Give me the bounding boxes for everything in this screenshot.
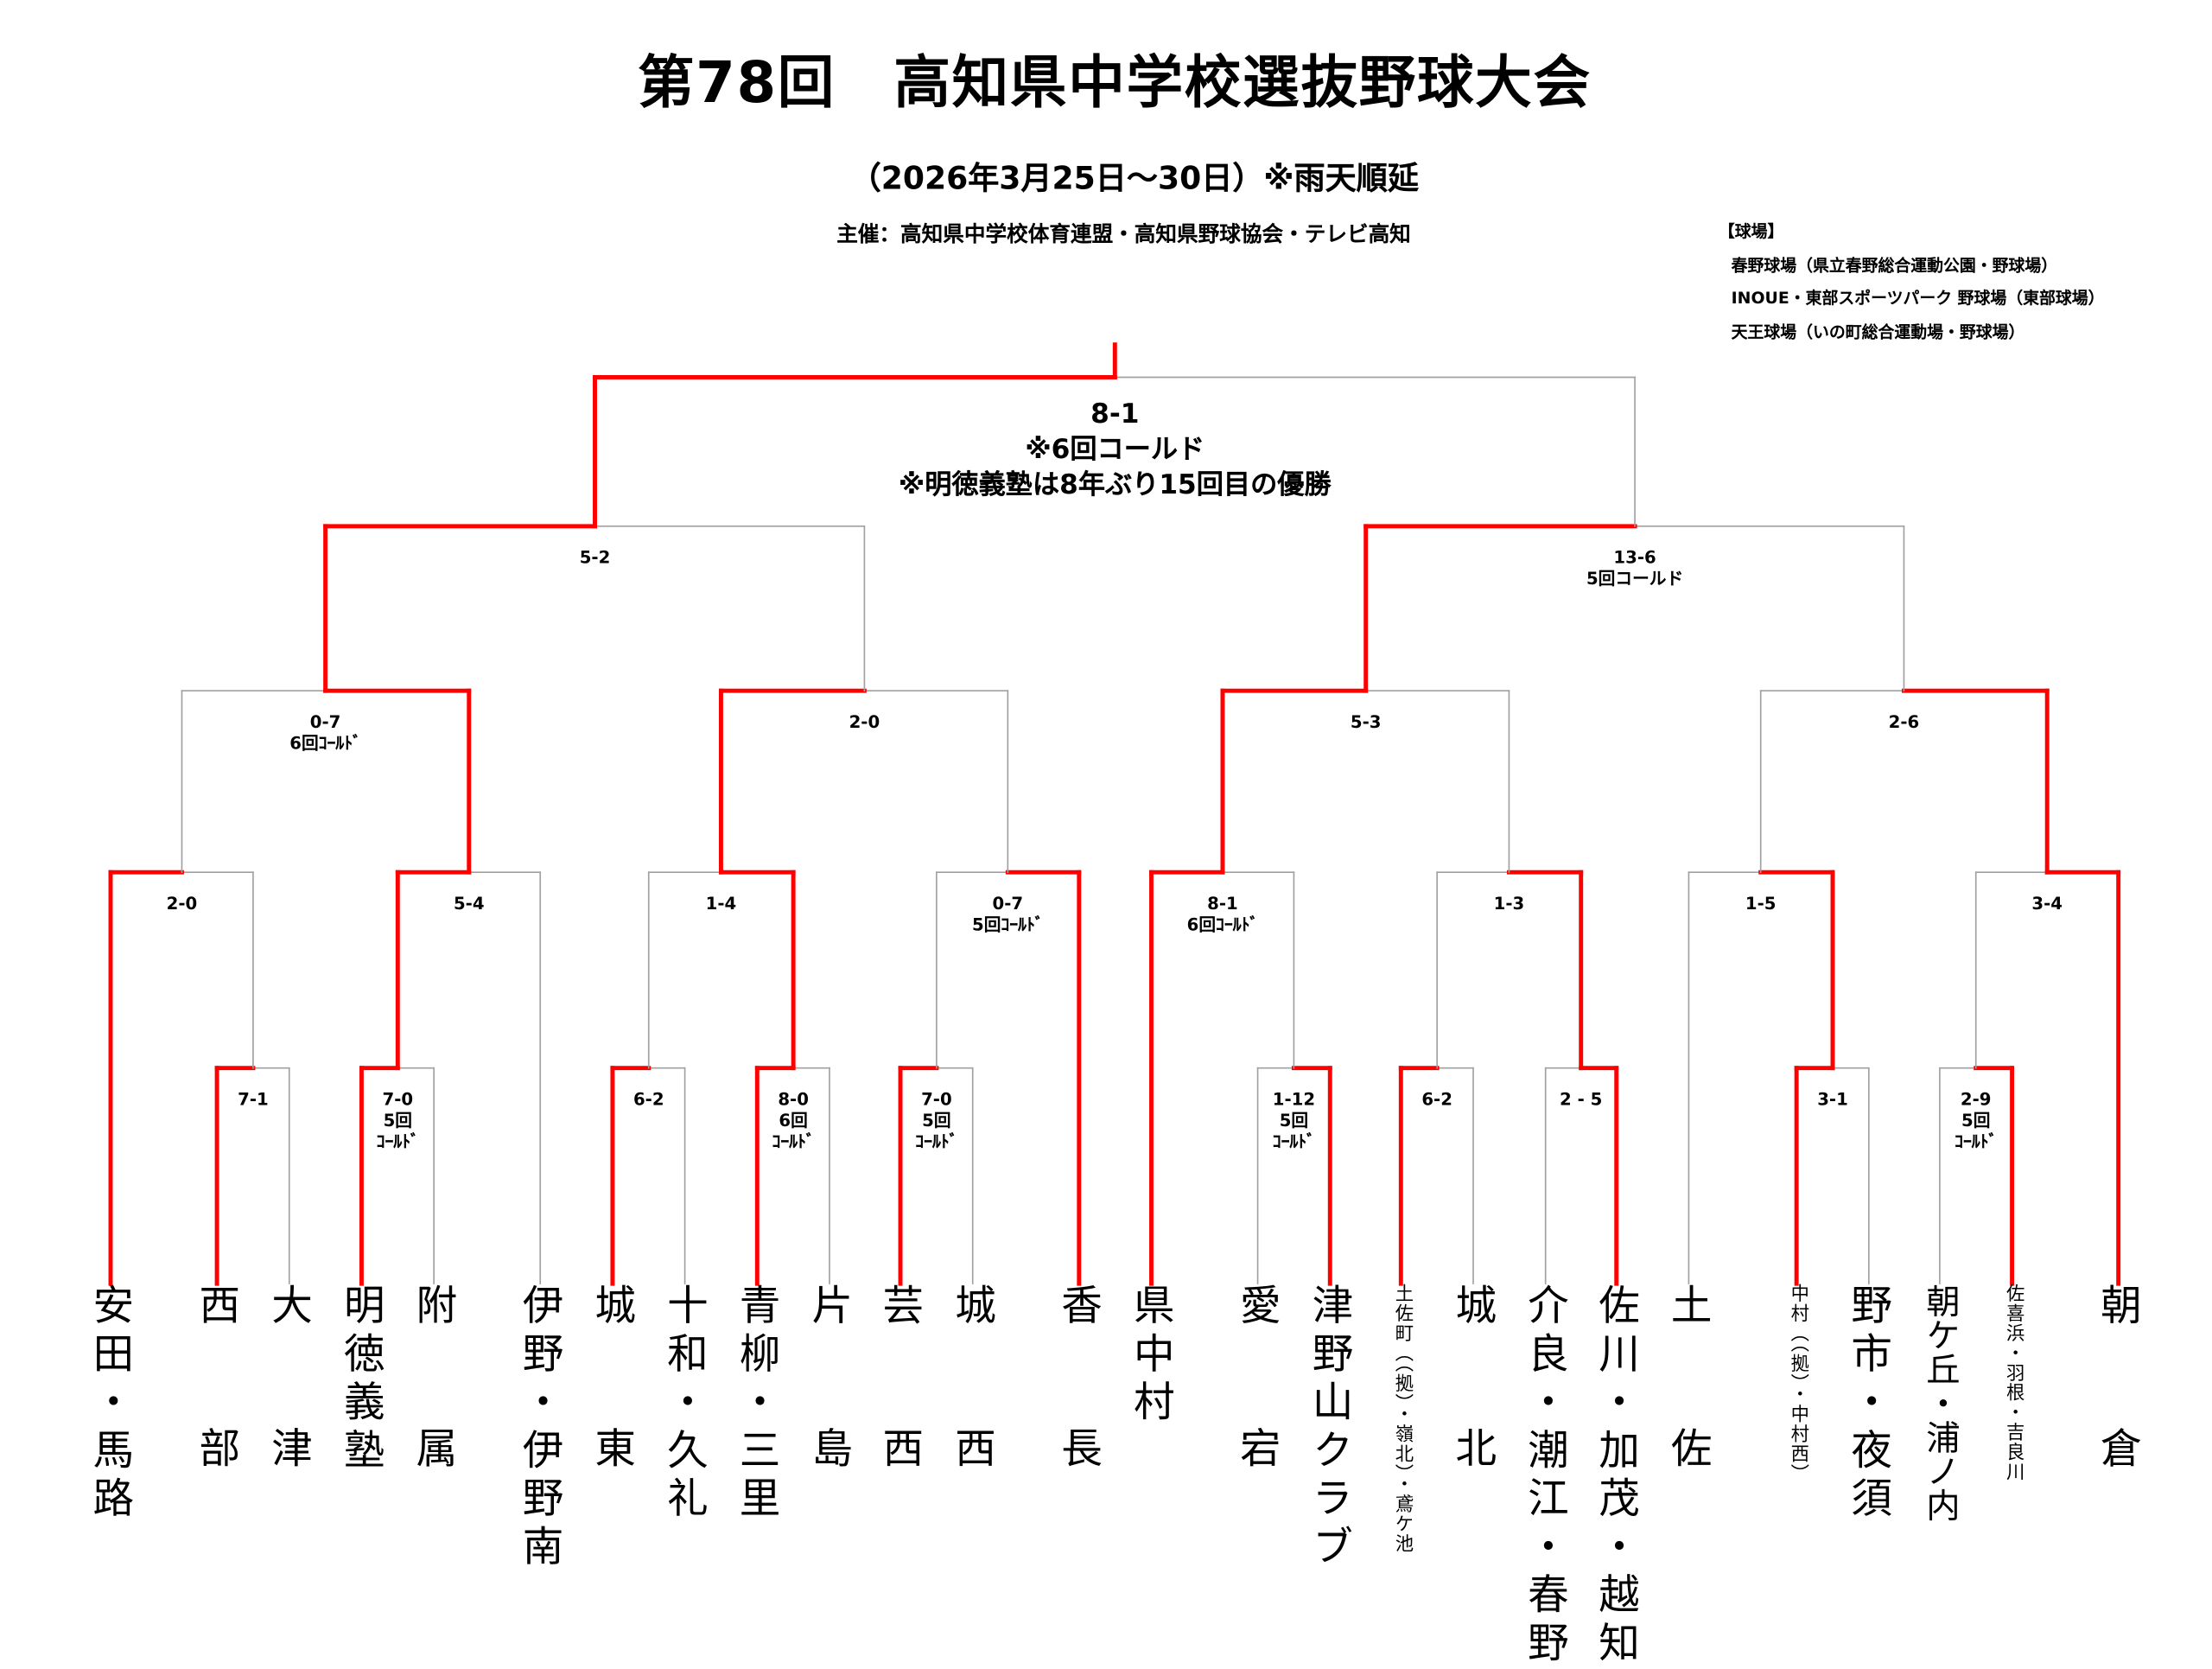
match-score-label: 8-1 6回ｺｰﾙﾄﾞ: [1186, 893, 1259, 935]
team-name: 土佐: [1664, 1284, 1713, 1570]
match-score-label: 8-0 6回 ｺｰﾙﾄﾞ: [772, 1089, 815, 1152]
team-name: 城西: [948, 1284, 997, 1570]
team-name: 十和・久礼: [660, 1284, 709, 1526]
team-name: 芸西: [876, 1284, 925, 1570]
team-name: 佐川・加茂・越知: [1592, 1284, 1641, 1669]
date-subtitle: （2026年3月25日～30日）※雨天順延: [849, 162, 1419, 198]
team-name: 中村（（拠）・中村西）: [1786, 1284, 1808, 1484]
match-score-label: 1-3: [1493, 893, 1525, 914]
match-score-label: 7-0 5回 ｺｰﾙﾄﾞ: [915, 1089, 958, 1152]
venue-item: INOUE・東部スポーツパーク 野球場（東部球場）: [1731, 288, 2105, 309]
match-score-label: 2 - 5: [1560, 1089, 1603, 1110]
match-score-label: 1-4: [705, 893, 737, 914]
match-score-label: 5-4: [453, 893, 485, 914]
team-name: 城東: [588, 1284, 637, 1570]
team-name: 安田・馬路: [86, 1284, 135, 1526]
team-name: 伊野・伊野南: [516, 1284, 565, 1573]
team-name: 津野山クラブ: [1306, 1284, 1355, 1573]
venue-list: 【球場】 春野球場（県立春野総合運動公園・野球場） INOUE・東部スポーツパー…: [1719, 215, 2105, 348]
venue-item: 春野球場（県立春野総合運動公園・野球場）: [1731, 254, 2058, 275]
team-name: 青柳・三里: [733, 1284, 782, 1526]
match-score-label: 13-6 5回コールド: [1586, 547, 1684, 589]
venue-heading: 【球場】: [1718, 220, 1784, 241]
team-name: 片島: [805, 1284, 854, 1570]
match-score-label: 3-4: [2031, 893, 2063, 914]
match-score-label: 2-6: [1888, 711, 1920, 732]
team-name: 大津: [264, 1284, 314, 1570]
final-score-label: 8-1 ※6回コールド ※明徳義塾は8年ぶり15回目の優勝: [898, 398, 1332, 501]
match-score-label: 5-3: [1350, 711, 1382, 732]
team-name: 西部: [193, 1284, 241, 1570]
match-score-label: 2-0: [849, 711, 880, 732]
team-name: 愛宕: [1233, 1284, 1282, 1570]
team-name: 介良・潮江・春野: [1521, 1284, 1570, 1669]
team-name: 朝ケ丘・浦ノ内: [1919, 1284, 1960, 1522]
match-score-label: 0-7 6回ｺｰﾙﾄﾞ: [289, 711, 361, 754]
venue-item: 天王球場（いの町総合運動場・野球場）: [1731, 321, 2025, 341]
match-score-label: 7-1: [238, 1089, 269, 1110]
team-name: 朝倉: [2094, 1284, 2143, 1570]
team-name: 野市・夜須: [1844, 1284, 1893, 1526]
team-name: 明徳義塾: [337, 1284, 386, 1477]
team-name: 城北: [1449, 1284, 1497, 1570]
organizer-text: 主催：高知県中学校体育連盟・高知県野球協会・テレビ高知: [836, 220, 1411, 247]
team-name: 佐喜浜・羽根・吉良川: [2002, 1284, 2024, 1482]
team-name: 香長: [1054, 1284, 1103, 1570]
match-score-label: 1-5: [1745, 893, 1777, 914]
team-name: 土佐町（（拠）・嶺北）・鳶ケ池: [1390, 1284, 1413, 1554]
team-name: 附属: [410, 1284, 459, 1570]
team-name: 県中村: [1127, 1284, 1176, 1429]
match-score-label: 5-2: [579, 547, 611, 568]
match-score-label: 2-0: [166, 893, 198, 914]
match-score-label: 1-12 5回 ｺｰﾙﾄﾞ: [1272, 1089, 1316, 1152]
match-score-label: 7-0 5回 ｺｰﾙﾄﾞ: [376, 1089, 419, 1152]
match-score-label: 3-1: [1817, 1089, 1848, 1110]
page-title: 第78回 高知県中学校選抜野球大会: [637, 51, 1592, 117]
match-score-label: 6-2: [632, 1089, 664, 1110]
match-score-label: 0-7 5回ｺｰﾙﾄﾞ: [972, 893, 1044, 935]
match-score-label: 6-2: [1421, 1089, 1452, 1110]
match-score-label: 2-9 5回 ｺｰﾙﾄﾞ: [1955, 1089, 1998, 1152]
tournament-bracket-sheet: 第78回 高知県中学校選抜野球大会 （2026年3月25日～30日）※雨天順延 …: [86, 51, 2143, 1669]
bracket-lines: [108, 342, 2121, 1286]
